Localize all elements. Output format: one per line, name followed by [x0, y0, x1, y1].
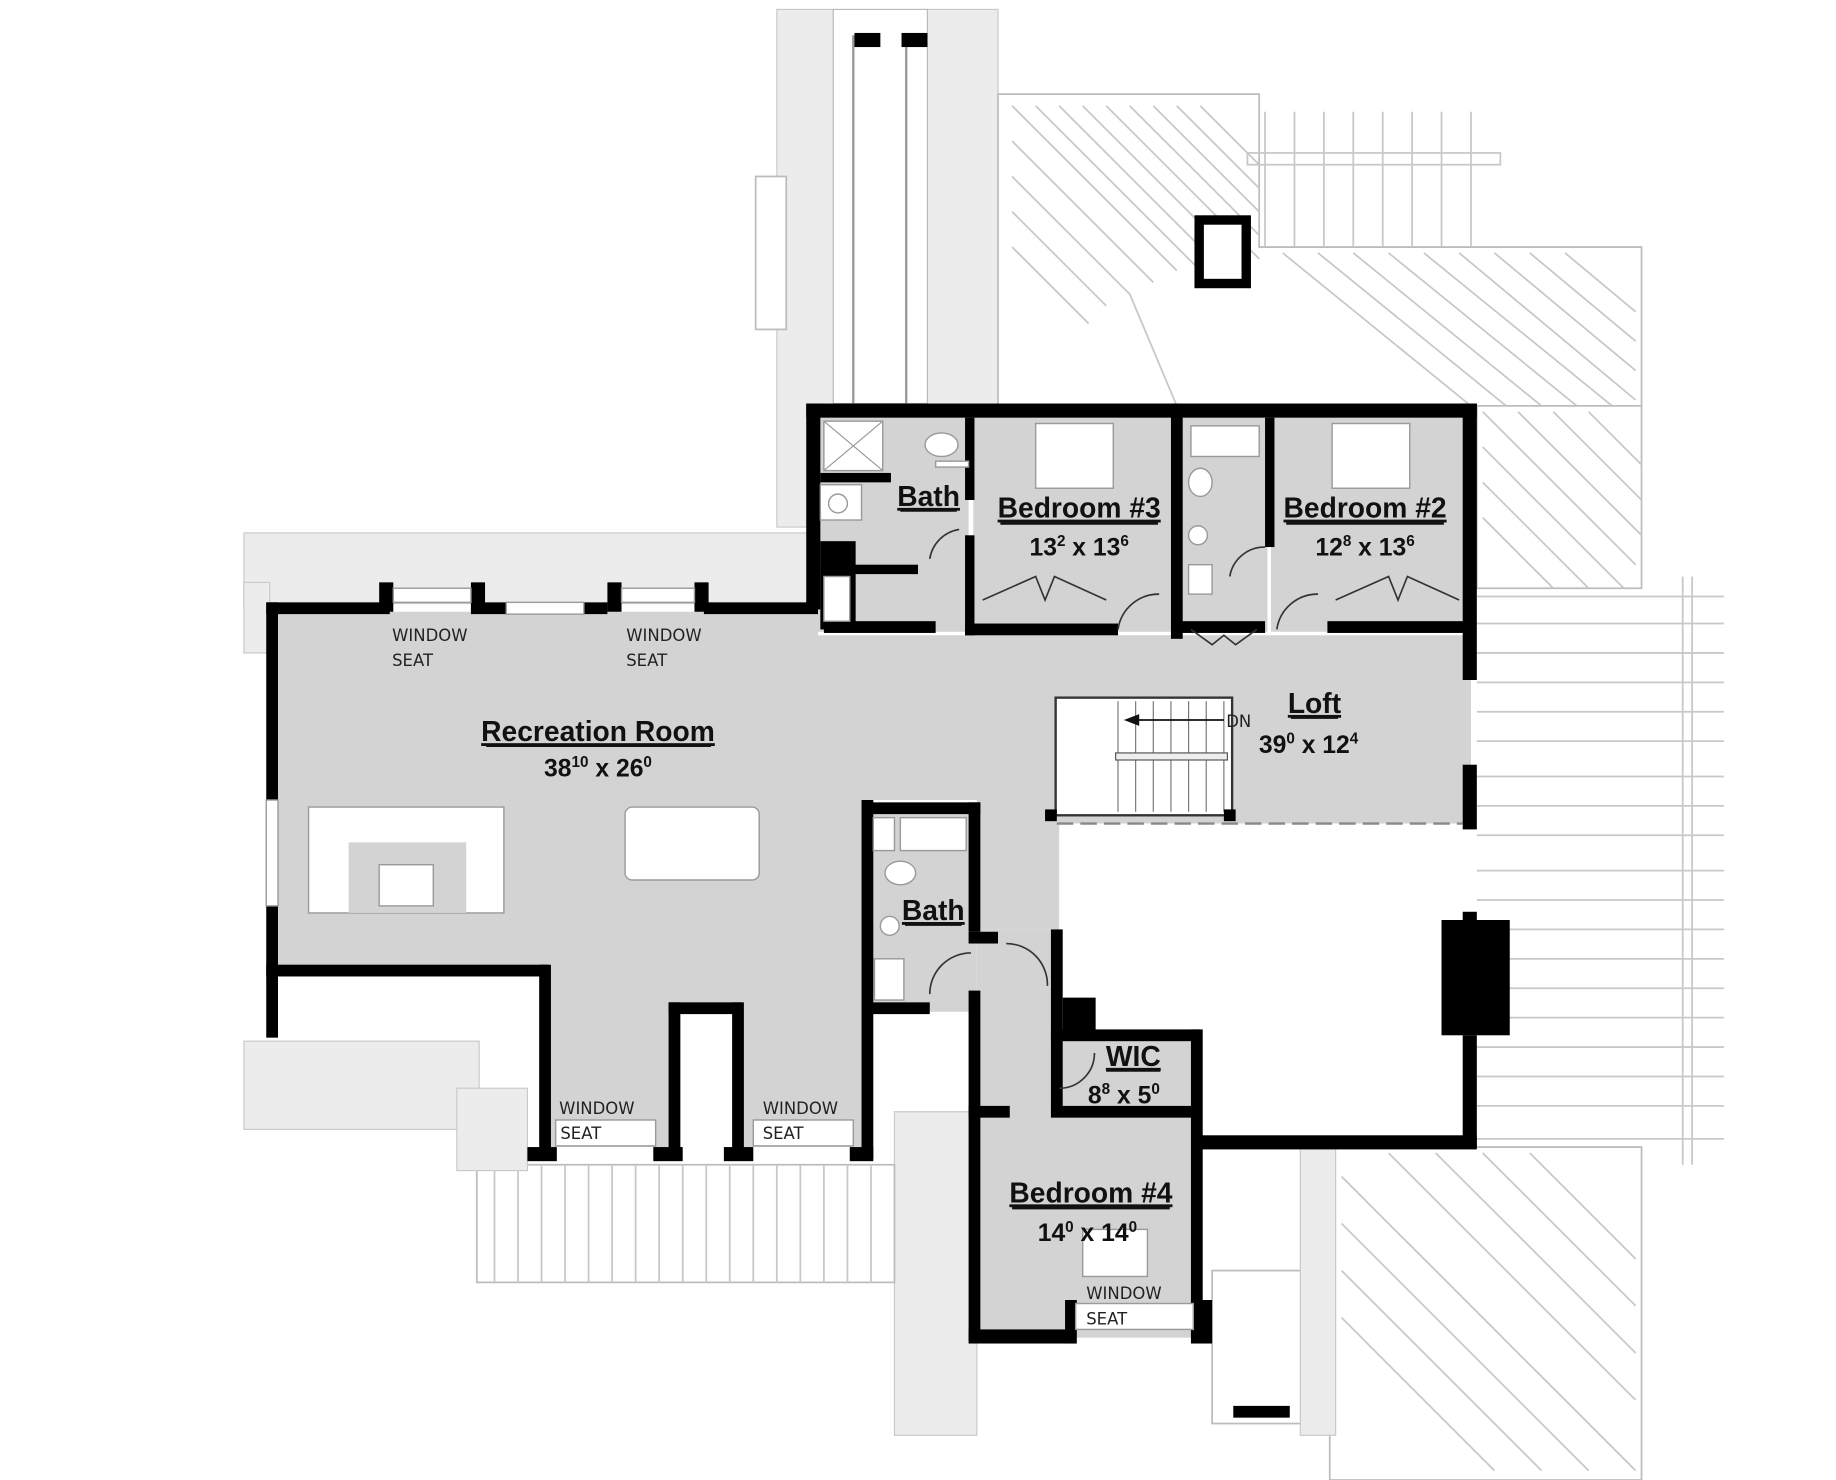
window-seat-label-4b: SEAT — [763, 1124, 805, 1143]
room-dim-bedroom-3: 132 x 136 — [1029, 533, 1128, 561]
room-dim-bedroom-4: 140 x 140 — [1038, 1219, 1137, 1247]
room-name-bath-mid: Bath — [902, 894, 965, 926]
window-seat-label-2b: SEAT — [626, 651, 668, 670]
room-name-recreation: Recreation Room — [481, 715, 715, 747]
window-seat-label-1b: SEAT — [392, 651, 434, 670]
walls — [266, 403, 1477, 1344]
window-seat-label-3: WINDOW — [559, 1099, 634, 1118]
room-name-bedroom-3: Bedroom #3 — [998, 492, 1161, 524]
window-seat-label-3b: SEAT — [560, 1124, 602, 1143]
window-seat-label-5b: SEAT — [1086, 1310, 1128, 1329]
room-labels: Recreation Room 3810 x 260 Loft 390 x 12… — [392, 480, 1446, 1329]
room-name-loft: Loft — [1288, 687, 1342, 719]
room-dim-bedroom-2: 128 x 136 — [1315, 533, 1414, 561]
window-seat-label-1: WINDOW — [392, 626, 467, 645]
room-dim-recreation: 3810 x 260 — [544, 754, 652, 782]
window-seat-label-2: WINDOW — [626, 626, 701, 645]
room-name-bath-upper: Bath — [897, 480, 960, 512]
window-seat-label-5: WINDOW — [1086, 1284, 1161, 1303]
window-seat-label-4: WINDOW — [763, 1099, 838, 1118]
room-dim-loft: 390 x 124 — [1259, 731, 1359, 759]
room-name-bedroom-4: Bedroom #4 — [1009, 1176, 1172, 1208]
roof-context — [243, 8, 1724, 1480]
stairs-down-label: DN — [1226, 712, 1251, 731]
room-dim-wic: 88 x 50 — [1088, 1081, 1160, 1109]
room-name-bedroom-2: Bedroom #2 — [1284, 492, 1447, 524]
fixtures — [265, 420, 1463, 1331]
room-name-wic: WIC — [1106, 1040, 1161, 1072]
